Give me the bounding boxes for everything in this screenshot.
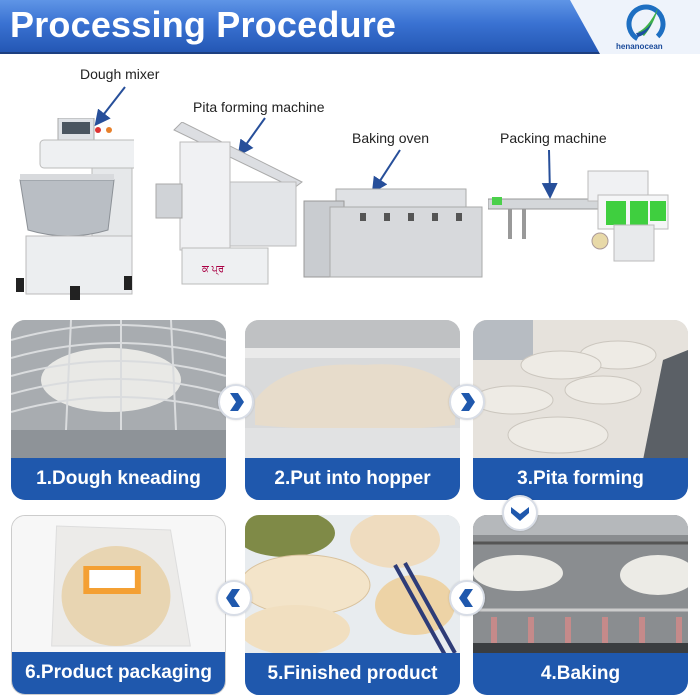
machine-label-packing: Packing machine bbox=[500, 130, 607, 146]
step-card-5: 5.Finished product bbox=[245, 515, 460, 695]
flow-arrow-2-to-3[interactable] bbox=[449, 384, 485, 420]
flow-arrow-4-to-5[interactable] bbox=[449, 580, 485, 616]
svg-text:ਕ ਪ੍ਰ: ਕ ਪ੍ਰ bbox=[201, 264, 225, 275]
step-label-5: 5.Finished product bbox=[245, 653, 460, 695]
header-band bbox=[0, 0, 600, 54]
step-card-4: 4.Baking bbox=[473, 515, 688, 695]
step-label-1: 1.Dough kneading bbox=[11, 458, 226, 500]
chevron-right-icon bbox=[230, 393, 244, 411]
chevron-left-icon bbox=[226, 589, 240, 607]
step-card-3: 3.Pita forming bbox=[473, 320, 688, 500]
flow-arrow-5-to-6[interactable] bbox=[216, 580, 252, 616]
flow-arrow-1-to-2[interactable] bbox=[218, 384, 254, 420]
arrow-packing bbox=[541, 149, 558, 199]
put-into-hopper-photo bbox=[245, 320, 460, 460]
arrow-baking-oven bbox=[371, 149, 401, 194]
chevron-down-icon bbox=[511, 507, 529, 521]
dough-kneading-photo bbox=[11, 320, 226, 460]
page-title: Processing Procedure bbox=[10, 4, 397, 45]
step-label-3: 3.Pita forming bbox=[473, 458, 688, 500]
machine-label-pita-forming: Pita forming machine bbox=[193, 99, 325, 115]
step-label-2: 2.Put into hopper bbox=[245, 458, 460, 500]
step-card-1: 1.Dough kneading bbox=[11, 320, 226, 500]
header-banner: Processing Procedure henanocean bbox=[0, 0, 700, 54]
finished-product-photo bbox=[245, 515, 460, 655]
machine-label-baking-oven: Baking oven bbox=[352, 130, 430, 146]
step-label-4: 4.Baking bbox=[473, 653, 688, 695]
baking-oven-image bbox=[303, 188, 483, 278]
brand-name: henanocean bbox=[616, 42, 663, 51]
machine-label-dough-mixer: Dough mixer bbox=[80, 66, 160, 82]
pointer-arrows bbox=[94, 86, 558, 199]
dough-mixer-image bbox=[16, 118, 134, 300]
step-label-6: 6.Product packaging bbox=[12, 652, 225, 694]
flow-arrow-3-to-4[interactable] bbox=[502, 495, 538, 531]
product-packaging-photo bbox=[12, 516, 225, 656]
step-card-2: 2.Put into hopper bbox=[245, 320, 460, 500]
chevron-left-icon bbox=[459, 589, 473, 607]
arrow-dough-mixer bbox=[94, 86, 126, 127]
henanocean-logo-icon bbox=[626, 4, 666, 44]
packing-machine-image bbox=[488, 170, 669, 262]
arrow-pita-forming bbox=[237, 117, 266, 157]
baking-photo bbox=[473, 515, 688, 655]
pita-forming-machine-image: ਕ ਪ੍ਰ bbox=[155, 122, 303, 285]
step-card-6: 6.Product packaging bbox=[11, 515, 226, 695]
chevron-right-icon bbox=[461, 393, 475, 411]
pita-forming-photo bbox=[473, 320, 688, 460]
